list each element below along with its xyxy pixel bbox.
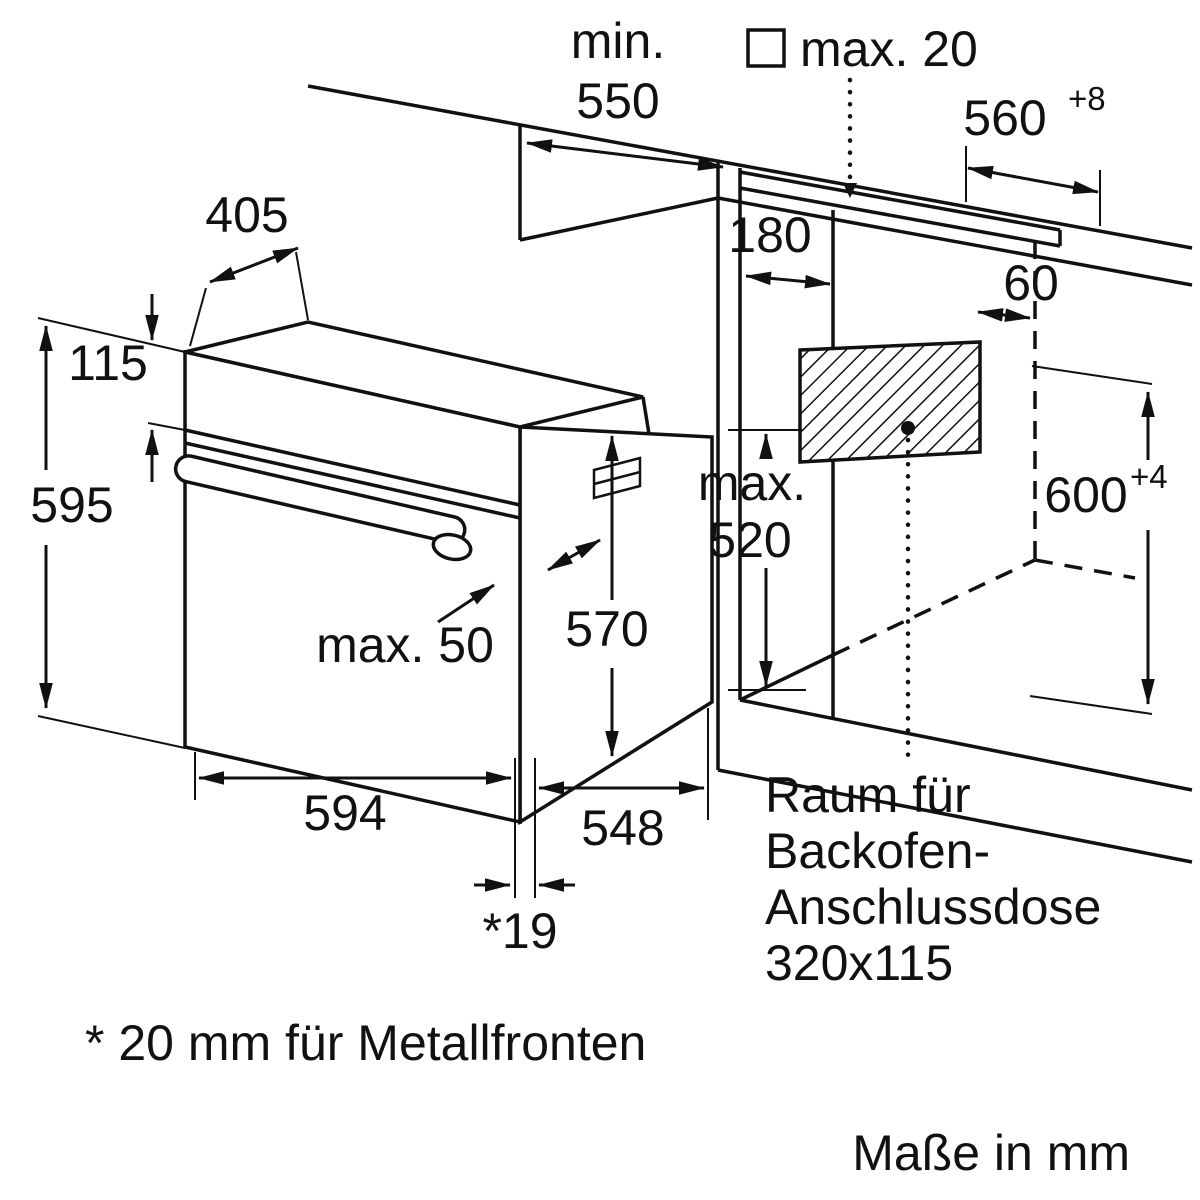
- dim-niche-height-tolerance: +4: [1130, 458, 1168, 495]
- oven-front-face: [183, 349, 522, 825]
- connection-box: [798, 340, 982, 765]
- door-handle: [173, 454, 467, 545]
- connection-box-dot: [901, 421, 915, 435]
- dim-180: 180: [728, 207, 811, 263]
- socket-label-line3: Anschlussdose: [765, 879, 1101, 935]
- dimension-labels: min. 550 max. 20 560 +8 405 180 60 115 5…: [30, 13, 1167, 959]
- socket-annotation: Raum für Backofen- Anschlussdose 320x115: [765, 767, 1101, 991]
- side-vent-slot-line: [593, 470, 641, 486]
- dim-60: 60: [1003, 255, 1059, 311]
- dim-405: 405: [205, 187, 288, 243]
- cabinet-lines: [716, 161, 1193, 864]
- worktop-lines: [307, 84, 1193, 287]
- dim-niche-width: 560: [963, 90, 1046, 146]
- dim-max520-line2: 520: [708, 512, 791, 568]
- dim-panel-height: 115: [68, 335, 148, 391]
- oven: [173, 320, 714, 826]
- socket-label-line1: Raum für: [765, 767, 971, 823]
- units-note: Maße in mm: [852, 1125, 1130, 1181]
- niche-hidden-lines: [832, 241, 1136, 657]
- handle-end-curl: [431, 532, 473, 562]
- dim-max520-line1: max.: [698, 455, 806, 511]
- dim-handle-depth: max. 50: [316, 617, 494, 673]
- dim-oven-height: 595: [30, 477, 113, 533]
- square-symbol: [746, 28, 786, 68]
- dim-oven-depth: 548: [581, 800, 664, 856]
- dim-niche-height: 600: [1044, 467, 1127, 523]
- control-panel-line: [184, 428, 521, 507]
- dim-oven-width: 594: [303, 785, 386, 841]
- dim-niche-width-tolerance: +8: [1068, 80, 1106, 117]
- worktop-gap-marker: [746, 28, 857, 198]
- dim-max20: max. 20: [800, 21, 978, 77]
- oven-top-step: [641, 396, 651, 435]
- dotted-arrowhead: [843, 183, 857, 198]
- socket-label-line4: 320x115: [765, 935, 953, 991]
- door-top-line: [184, 441, 521, 520]
- socket-label-line2: Backofen-: [765, 823, 990, 879]
- metal-front-footnote: * 20 mm für Metallfronten: [85, 1015, 646, 1071]
- dim-570: 570: [565, 601, 648, 657]
- dim-min-label: min.: [571, 13, 665, 69]
- dimension-arrows: [39, 139, 1155, 892]
- dim-front-gap: *19: [482, 903, 557, 959]
- dim-min-value: 550: [576, 73, 659, 129]
